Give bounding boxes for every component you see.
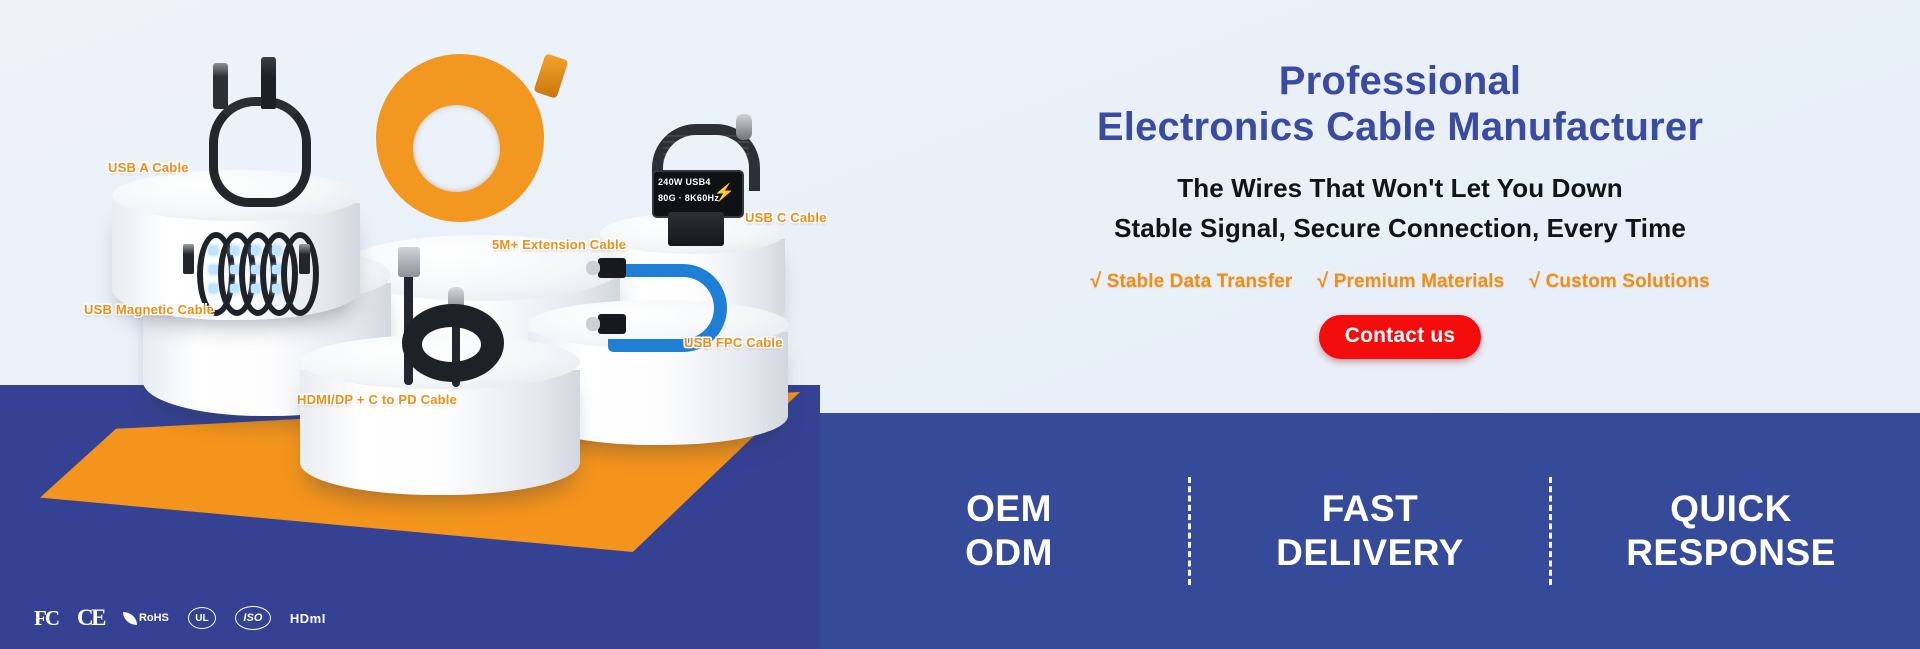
extension-connector: [533, 53, 569, 99]
braid-texture: [663, 159, 749, 161]
promise-cell-oem-odm: OEM ODM: [874, 487, 1144, 575]
rohs-icon: RoHS: [122, 605, 169, 631]
braid-texture: [663, 147, 749, 149]
extension-coil-ring: [396, 84, 519, 207]
promise-line-1: FAST: [1321, 488, 1419, 529]
extension-coil-ring: [380, 60, 539, 219]
label-usb-a-cable: USB A Cable: [108, 160, 189, 175]
extension-coil-ring: [404, 96, 509, 201]
extension-coil-ring: [376, 54, 544, 222]
label-hdmi-dp-cable: HDMI/DP + C to PD Cable: [297, 392, 458, 407]
label-usb-fpc-cable: USB FPC Cable: [684, 335, 783, 350]
feature-list: √ Stable Data Transfer √ Premium Materia…: [900, 270, 1900, 293]
promise-line-2: DELIVERY: [1276, 532, 1464, 573]
contact-us-button[interactable]: Contact us: [1318, 315, 1482, 359]
pedestal-top: [300, 335, 580, 390]
braid-texture: [663, 153, 749, 155]
certification-row: FC CE RoHS UL ISO HDmI: [34, 605, 326, 631]
headline-line-2: Electronics Cable Manufacturer: [1096, 105, 1704, 149]
cta-container: Contact us: [900, 315, 1900, 359]
extension-coil-ring: [400, 90, 514, 204]
power-display-screen: 240W USB4 80G · 8K60Hz ⚡: [652, 170, 744, 218]
promise-line-2: RESPONSE: [1626, 532, 1836, 573]
braid-texture: [663, 135, 749, 137]
promise-line-1: QUICK: [1670, 488, 1792, 529]
ul-icon: UL: [187, 607, 216, 629]
subheadline-line-1: The Wires That Won't Let You Down: [1177, 173, 1623, 203]
pedestal-usb-a: [112, 170, 360, 320]
usb-c-plug: [261, 57, 276, 109]
rohs-text: RoHS: [138, 612, 169, 624]
check-icon: √: [1317, 270, 1329, 292]
marketing-copy: Professional Electronics Cable Manufactu…: [900, 58, 1900, 359]
extension-coil-ring: [384, 66, 534, 216]
strip-divider: [1188, 477, 1191, 585]
ce-icon: CE: [77, 605, 106, 630]
pedestal-top: [112, 170, 360, 221]
feature-item-1: Stable Data Transfer: [1106, 271, 1293, 292]
check-icon: √: [1090, 270, 1102, 292]
promise-line-2: ODM: [965, 532, 1053, 573]
extension-coil-ring: [392, 78, 524, 210]
pedestal-hdmi: [300, 335, 580, 495]
extension-cable-image: [370, 48, 569, 263]
subheadline-line-2: Stable Signal, Secure Connection, Every …: [1114, 213, 1686, 243]
label-usb-c-cable: USB C Cable: [745, 210, 827, 225]
braid-texture: [663, 177, 749, 179]
promise-line-1: OEM: [966, 488, 1052, 529]
navy-block-right: [820, 413, 1920, 649]
braid-texture: [663, 171, 749, 173]
check-icon: √: [1529, 270, 1541, 292]
label-extension-cable: 5M+ Extension Cable: [492, 237, 627, 252]
braid-texture: [663, 141, 749, 143]
usb-a-plug: [213, 63, 228, 109]
pedestal-body: [300, 370, 580, 495]
promise-cell-fast-delivery: FAST DELIVERY: [1235, 487, 1505, 575]
promise-strip: OEM ODM FAST DELIVERY QUICK RESPONSE: [820, 413, 1920, 649]
hdmi-icon: HDmI: [289, 610, 326, 626]
feature-item-3: Custom Solutions: [1545, 271, 1710, 292]
iso-icon: ISO: [234, 606, 271, 630]
fcc-icon: FC: [34, 605, 60, 630]
braid-texture: [663, 189, 749, 191]
leaf-icon: [122, 611, 137, 625]
promise-cell-quick-response: QUICK RESPONSE: [1596, 487, 1866, 575]
strip-divider: [1549, 477, 1552, 585]
braid-texture: [663, 183, 749, 185]
feature-item-2: Premium Materials: [1333, 271, 1505, 292]
label-usb-magnetic: USB Magnetic Cable: [84, 302, 215, 317]
usb-c-connector: [736, 114, 752, 140]
braid-texture: [663, 165, 749, 167]
display-line-2: 80G · 8K60Hz: [658, 193, 720, 203]
braided-cable: [652, 124, 760, 191]
headline-line-1: Professional: [1278, 59, 1522, 103]
lightning-bolt-icon: ⚡: [713, 183, 735, 202]
display-line-1: 240W USB4: [658, 177, 711, 187]
extension-coil-ring: [388, 72, 529, 213]
